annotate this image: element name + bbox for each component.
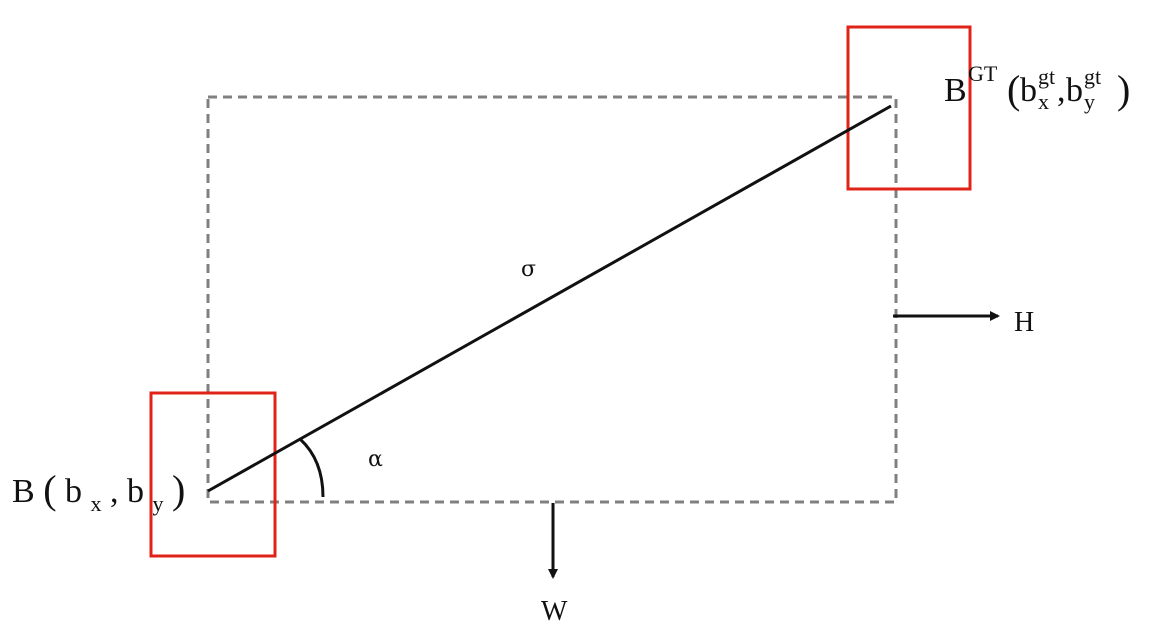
enclosing-box xyxy=(206,95,898,504)
gt-label-sep: , xyxy=(1057,72,1066,109)
predicted-box-label-base: B xyxy=(12,473,35,510)
angle-label: α xyxy=(368,447,383,472)
gt-label-x-sup: gt xyxy=(1038,64,1055,89)
predicted-box-label-x-sub: x xyxy=(91,491,102,516)
predicted-box xyxy=(149,391,277,558)
predicted-box-label-y-base: b xyxy=(127,473,144,510)
predicted-box-label-x-base: b xyxy=(65,473,82,510)
width-label: W xyxy=(541,596,568,627)
distance-label: σ xyxy=(521,257,536,282)
gt-label-x-sub: x xyxy=(1038,89,1049,114)
gt-label-y-sup: gt xyxy=(1084,64,1101,89)
gt-label-sup: GT xyxy=(968,61,998,86)
predicted-box-label-close: ) xyxy=(172,467,185,512)
predicted-box-label-open: ( xyxy=(43,467,56,512)
gt-label-base: B xyxy=(944,72,967,109)
angle-arc xyxy=(298,437,325,498)
gt-label-y-base: b xyxy=(1066,72,1083,109)
predicted-box-label-y-sub: y xyxy=(153,491,164,516)
predicted-box-label: B ( b x , b y ) xyxy=(12,467,185,519)
ground-truth-box xyxy=(846,25,972,191)
center-distance-line xyxy=(207,104,892,493)
gt-label-y-sub: y xyxy=(1084,89,1095,114)
gt-label-close: ) xyxy=(1117,67,1130,112)
height-label: H xyxy=(1014,307,1034,338)
gt-label-x-base: b xyxy=(1020,72,1037,109)
ground-truth-box-label: B GT ( b gt x , b gt y ) xyxy=(944,61,1130,114)
predicted-box-label-sep: , xyxy=(110,473,119,510)
gt-label-open: ( xyxy=(1007,67,1020,112)
